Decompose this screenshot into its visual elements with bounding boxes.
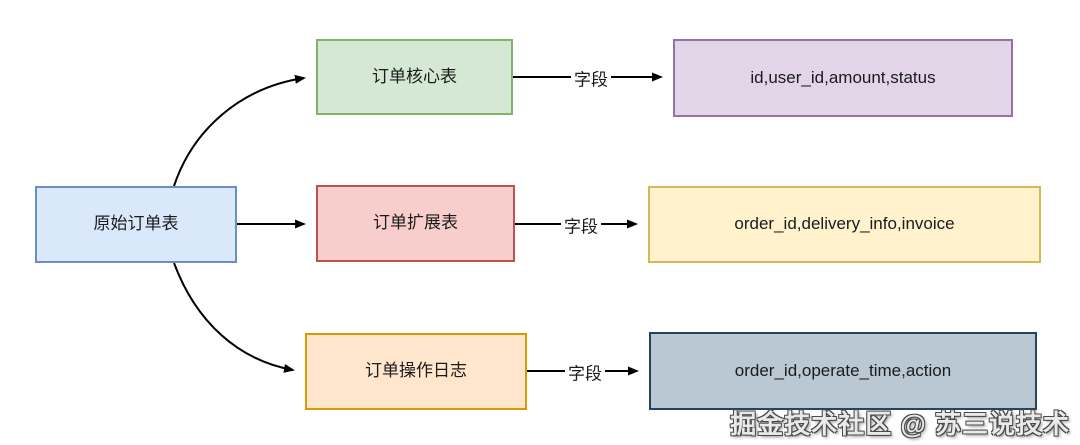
edge-label-fields-extension: 字段 — [561, 212, 601, 238]
node-source-table-label: 原始订单表 — [93, 214, 179, 234]
node-order-extension-table: 订单扩展表 — [316, 185, 515, 262]
node-log-table-fields-label: order_id,operate_time,action — [734, 360, 952, 380]
arrow-source-to-log — [173, 262, 295, 373]
node-order-operation-log: 订单操作日志 — [305, 333, 527, 410]
watermark-text: 掘金技术社区 @ 苏三说技术 — [730, 409, 1070, 439]
node-order-core-table-label: 订单核心表 — [372, 66, 457, 86]
node-order-core-table: 订单核心表 — [316, 39, 513, 115]
arrow-source-to-core — [173, 74, 306, 187]
node-source-table: 原始订单表 — [35, 186, 237, 263]
node-core-table-fields: id,user_id,amount,status — [673, 39, 1013, 117]
node-log-table-fields: order_id,operate_time,action — [649, 332, 1037, 410]
node-order-extension-table-label: 订单扩展表 — [373, 213, 458, 233]
node-order-operation-log-label: 订单操作日志 — [365, 361, 467, 381]
edge-label-fields-log: 字段 — [565, 359, 605, 385]
edge-label-fields-core: 字段 — [571, 65, 611, 91]
node-extension-table-fields: order_id,delivery_info,invoice — [648, 186, 1041, 263]
node-extension-table-fields-label: order_id,delivery_info,invoice — [734, 214, 955, 234]
node-core-table-fields-label: id,user_id,amount,status — [750, 67, 936, 87]
